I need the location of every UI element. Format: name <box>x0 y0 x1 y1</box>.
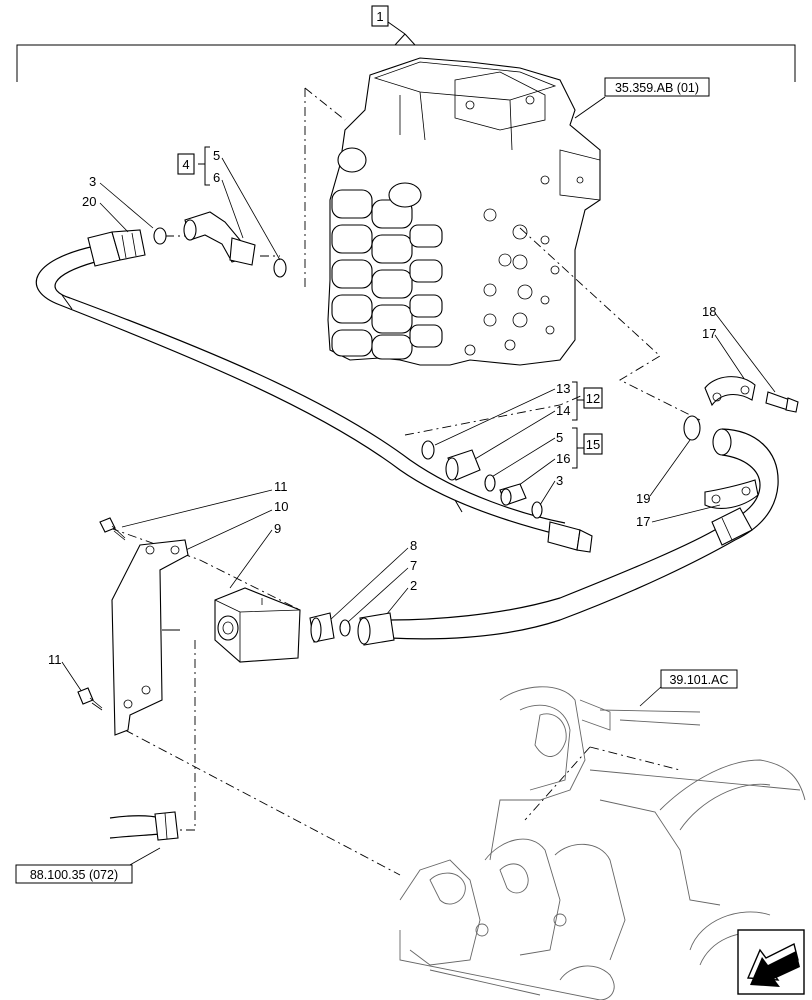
callout-5: 5 <box>213 148 220 163</box>
reference-loader-frame[interactable]: 39.101.AC <box>669 673 728 687</box>
o-ring <box>153 227 167 245</box>
valve-block <box>214 587 301 663</box>
callout-20: 20 <box>82 194 96 209</box>
callout-17: 17 <box>702 326 716 341</box>
callout-13: 13 <box>556 381 570 396</box>
callout-6: 6 <box>213 170 220 185</box>
callout-11: 11 <box>274 479 288 494</box>
callout-18: 18 <box>702 304 716 319</box>
callout-9: 9 <box>274 521 281 536</box>
boxed-label-15: 15 <box>586 437 600 452</box>
callout-10: 10 <box>274 499 288 514</box>
callout-7: 7 <box>410 558 417 573</box>
hose-long <box>35 229 593 553</box>
callout-17-bottom: 17 <box>636 514 650 529</box>
arrow-icon[interactable] <box>737 929 805 995</box>
boxed-label-12: 12 <box>586 391 600 406</box>
callout-5-mid: 5 <box>556 430 563 445</box>
callout-2: 2 <box>410 578 417 593</box>
callout-11-bottom: 11 <box>48 652 62 667</box>
callout-8: 8 <box>410 538 417 553</box>
reference-bottom-hose[interactable]: 88.100.35 (072) <box>30 868 118 882</box>
assembly-bracket: 1 <box>16 5 796 82</box>
reference-control-valve[interactable]: 35.359.AB (01) <box>615 81 699 95</box>
control-valve <box>327 57 606 366</box>
callout-3-mid: 3 <box>556 473 563 488</box>
hose-right <box>389 428 779 640</box>
elbow-fitting <box>183 211 256 266</box>
boxed-label-4: 4 <box>182 157 189 172</box>
loader-frame <box>399 686 806 1000</box>
callout-16: 16 <box>556 451 570 466</box>
assembly-label: 1 <box>376 9 383 24</box>
mounting-bracket <box>111 539 189 736</box>
callout-14: 14 <box>556 403 570 418</box>
callout-19: 19 <box>636 491 650 506</box>
callout-3: 3 <box>89 174 96 189</box>
